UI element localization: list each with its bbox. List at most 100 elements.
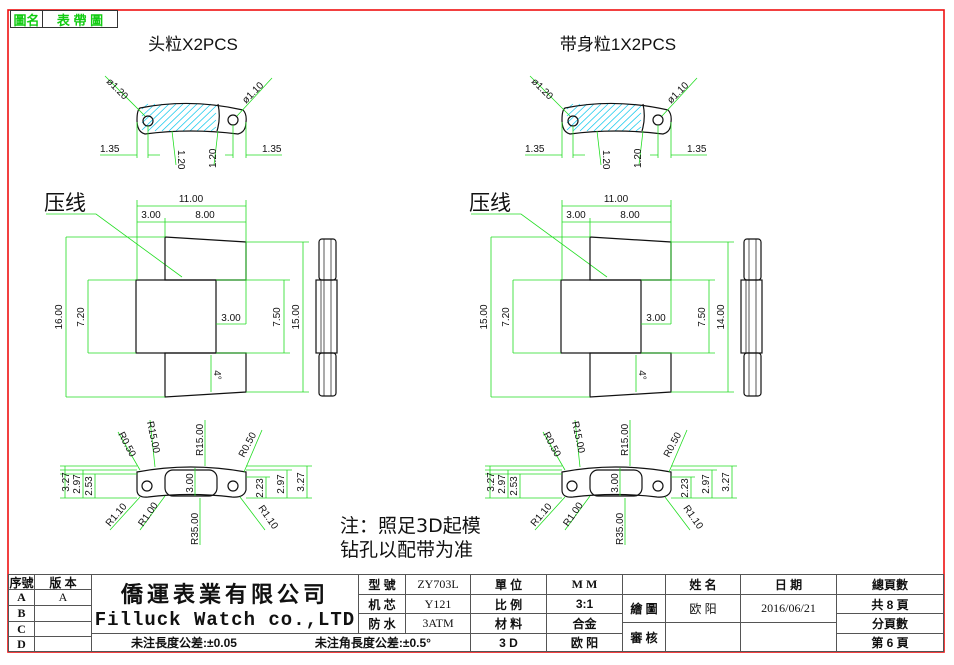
pin-hole-left [141, 480, 153, 492]
dim-label: R15.00 [569, 420, 587, 454]
dim-label: 2.97 [701, 474, 712, 494]
top-view: 1.35 1.20 1.20 1.35 ø1.20 ø1.10 [100, 75, 282, 170]
dim-label: ø1.10 [665, 80, 691, 106]
tolerance-row: 未注長度公差:±0.05 未注角長度公差:±0.5° [91, 633, 471, 652]
dim-label: 1.35 [525, 144, 545, 155]
date-header: 日 期 [740, 574, 837, 595]
checked-date [740, 622, 837, 652]
drawn-by: 欧 阳 [665, 594, 741, 623]
three-d-label: 3 D [470, 633, 547, 652]
hatch-line [182, 103, 212, 132]
hatch-line [621, 112, 642, 132]
hatch-line [175, 103, 205, 132]
dim-label: 16.00 [54, 304, 65, 329]
dim-label: 3.27 [721, 472, 732, 492]
dim-label: 2.53 [84, 476, 95, 496]
dim-label: 8.00 [620, 210, 640, 221]
dim-label: 1.20 [208, 148, 219, 168]
dim-label: 11.00 [179, 194, 204, 205]
dim-label: 3.00 [610, 473, 621, 493]
press-line-label: 压线 [469, 192, 511, 215]
model-value: ZY703L [405, 574, 471, 595]
pin-hole-right [652, 114, 664, 126]
hatch-line [168, 103, 198, 132]
name-header: 姓 名 [665, 574, 741, 595]
front-view: 压线 11.00 3.00 8.00 15.00 7.20 3.00 7.50 … [469, 192, 734, 398]
movement-value: Y121 [405, 594, 471, 614]
total-pages-label: 總頁數 [836, 574, 944, 595]
view-body-link: 带身粒1X2PCS 1.35 1.20 1.20 1.35 ø1.20 ø1.1… [469, 35, 763, 545]
dim-label: 1.35 [262, 144, 282, 155]
page-label: 分頁數 [836, 613, 944, 634]
side-view [315, 238, 338, 397]
pin-hole-right [652, 480, 664, 492]
model-label: 型 號 [358, 574, 406, 595]
view-title: 带身粒1X2PCS [560, 35, 676, 54]
dim-label: 3.00 [646, 313, 666, 324]
hatch-line [203, 119, 217, 132]
three-d-value: 欧 阳 [546, 633, 623, 652]
bottom-view: 3.27 2.97 2.53 3.00 2.23 2.97 3.27 R0.50… [60, 419, 312, 545]
view-title: 头粒X2PCS [148, 35, 238, 54]
center-block [560, 279, 642, 354]
hatch-pattern [566, 103, 642, 132]
dim-label: R35.00 [615, 512, 626, 545]
dim-label: 15.00 [479, 304, 490, 329]
lower-block [589, 352, 672, 398]
unit-label: 單 位 [470, 574, 547, 595]
lower-block [164, 352, 247, 398]
angle-tolerance: 未注角長度公差:±0.5° [314, 636, 431, 650]
checked-by [665, 622, 741, 652]
dim-label: 2.97 [276, 474, 287, 494]
dim-label: 7.20 [501, 307, 512, 327]
note-line-1: 注：照足3D起模 [340, 515, 481, 537]
dim-label: R15.00 [620, 423, 631, 456]
slot [589, 469, 643, 497]
hatch-line [196, 112, 217, 132]
rev-c: C [8, 621, 35, 637]
dim-label: 2.53 [509, 476, 520, 496]
hatch-line [161, 103, 191, 132]
blank-header [622, 574, 666, 595]
rev-header: 序號 [8, 574, 35, 590]
hatch-line [586, 103, 616, 132]
company-name-en: Filluck Watch co.,LTD [94, 609, 356, 631]
hatch-line [614, 105, 642, 132]
slot [164, 469, 218, 497]
company-name-cn: 僑運表業有限公司 [120, 582, 329, 607]
dim-label: R1.00 [136, 500, 161, 529]
scale-label: 比 例 [470, 594, 547, 614]
dim-label: 11.00 [604, 194, 629, 205]
dim-label: R0.50 [115, 430, 137, 459]
view-head-link: 头粒X2PCS 1.35 1.20 1.20 1.35 ø1.20 ø1.10 … [44, 35, 338, 545]
unit-value: M M [546, 574, 623, 595]
length-tolerance: 未注長度公差:±0.05 [130, 636, 237, 650]
link-profile [561, 466, 672, 498]
dim-label: 3.27 [61, 472, 72, 492]
link-outline [136, 102, 247, 135]
rev-a: A [8, 589, 35, 606]
hatch-line [154, 103, 184, 132]
hatch-line [635, 126, 642, 132]
drawing-name-value: 表 帶 圖 [42, 10, 118, 28]
dim-label: 1.20 [633, 148, 644, 168]
dim-label: R1.10 [681, 503, 706, 532]
angle-label: 4° [636, 370, 647, 380]
side-view [740, 238, 763, 397]
dim-label: 2.23 [255, 478, 266, 498]
hatch-line [593, 103, 623, 132]
dim-label: ø1.10 [240, 80, 266, 106]
hatch-line [147, 103, 177, 132]
material-value: 合金 [546, 613, 623, 634]
rev-b: B [8, 605, 35, 622]
hatch-line [607, 103, 637, 132]
dim-label: R1.00 [561, 500, 586, 529]
hatch-pattern [141, 103, 217, 132]
dim-label: R15.00 [144, 420, 162, 454]
dim-label: 3.27 [296, 472, 307, 492]
dim-label: R1.10 [529, 501, 555, 529]
water-label: 防 水 [358, 613, 406, 634]
rev-b-version [34, 605, 92, 622]
